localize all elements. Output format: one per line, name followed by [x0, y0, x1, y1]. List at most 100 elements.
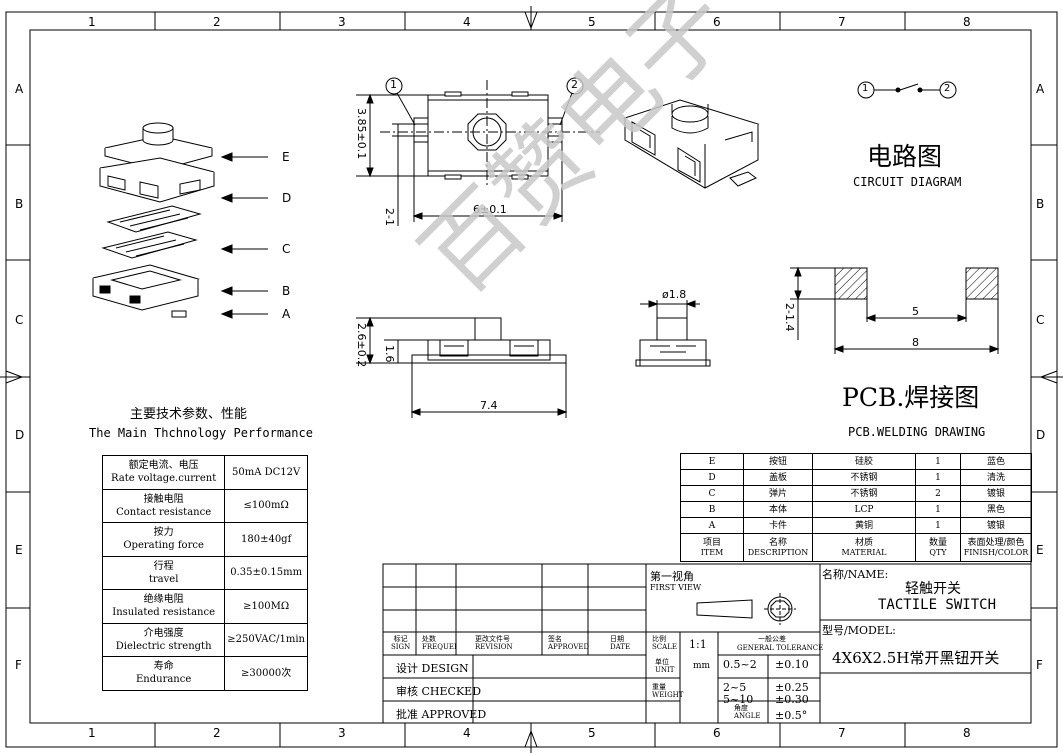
param-en: Insulated resistance [112, 607, 215, 619]
model-label: 型号/MODEL: [822, 624, 896, 637]
bom-material: 不锈钢 [812, 469, 916, 486]
bom-item: A [680, 517, 744, 534]
grid-col-label: 8 [963, 726, 971, 740]
param-value: 180±40gf [224, 522, 308, 557]
rev-approved-cn: 签名 [548, 635, 562, 643]
bom-desc: 本体 [743, 501, 813, 518]
param-en: travel [148, 573, 179, 585]
grid-col-label: 2 [213, 726, 221, 740]
grid-col-label: 7 [838, 726, 846, 740]
param-en: Dielectric strength [115, 640, 212, 652]
grid-col-label: 5 [588, 726, 596, 740]
scale-value: 1:1 [689, 638, 707, 651]
grid-col-label: 4 [463, 726, 471, 740]
side-view-drawing [356, 316, 568, 418]
param-cn: 接触电阻 [143, 493, 184, 505]
bom-header-item-cn: 项目 [702, 537, 721, 548]
performance-title-cn: 主要技术参数、性能 [130, 407, 248, 422]
param-value: ≥250VAC/1min [224, 622, 308, 657]
rev-date-en: DATE [610, 643, 631, 651]
tol-value: ±0.10 [775, 658, 809, 671]
bom-desc: 卡件 [743, 517, 813, 534]
pin1-label: 1 [390, 78, 397, 91]
param-cn: 绝缘电阻 [143, 594, 184, 606]
param-en: Contact resistance [116, 506, 212, 518]
bom-finish: 清洗 [960, 469, 1032, 486]
param-value: 0.35±0.15mm [224, 555, 308, 590]
grid-row-label: F [1036, 658, 1043, 672]
grid-row-label: C [1036, 313, 1045, 327]
bom-desc: 按钮 [743, 453, 813, 470]
exploded-view [92, 122, 215, 318]
product-name-en: TACTILE SWITCH [878, 597, 997, 613]
grid-row-label: E [15, 543, 23, 557]
bom-header-material-cn: 材质 [854, 537, 873, 548]
circuit-pin1: 1 [862, 83, 869, 94]
bom-header-finish-en: FINISH/COLOR [963, 547, 1029, 557]
bom-material: 不锈钢 [812, 485, 916, 502]
rev-revision-cn: 更改文件号 [475, 635, 510, 643]
circuit-pin2: 2 [944, 83, 951, 94]
bom-item: D [680, 469, 744, 486]
grid-col-label: 7 [838, 15, 846, 29]
bom-desc: 弹片 [743, 485, 813, 502]
bom-header-finish-cn: 表面处理/颜色 [967, 537, 1025, 548]
circuit-title-en: CIRCUIT DIAGRAM [853, 175, 962, 189]
rev-approved-en: APPROVED [548, 643, 590, 651]
bom-item: B [680, 501, 744, 518]
design-label: 设计 DESIGN [396, 662, 469, 675]
angle-en: ANGLE [734, 712, 761, 720]
grid-col-label: 1 [88, 15, 96, 29]
part-label-c: C [282, 242, 291, 256]
bom-qty: 1 [915, 453, 961, 470]
top-view-drawing [356, 77, 600, 226]
grid-col-label: 8 [963, 15, 971, 29]
grid-col-label: 6 [713, 726, 721, 740]
grid-row-label: B [1036, 197, 1045, 211]
approved-label: 批准 APPROVED [396, 708, 487, 721]
grid-row-label: A [1036, 82, 1045, 96]
rev-date-cn: 日期 [610, 635, 624, 643]
param-cn: 额定电流、电压 [128, 460, 199, 472]
unit-cn: 单位 [655, 658, 669, 666]
param-en: Operating force [123, 540, 204, 552]
scale-en: SCALE [652, 643, 677, 651]
model-value: 4X6X2.5H常开黑钮开关 [832, 649, 1000, 667]
tol-value: ±0.30 [775, 693, 809, 706]
tolerance-en: GENERAL TOLERANCE [737, 644, 824, 652]
bom-header-desc-en: DESCRIPTION [747, 547, 809, 557]
bom-header-material-en: MATERIAL [841, 547, 887, 557]
pcb-title-cn: PCB.焊接图 [842, 383, 980, 412]
param-cn: 按力 [153, 527, 174, 539]
projection-en: FIRST VIEW [650, 583, 702, 592]
bom-material: LCP [812, 501, 916, 518]
pcb-title-en: PCB.WELDING DRAWING [848, 425, 986, 439]
height-dimension: 3.85±0.1 [355, 108, 368, 160]
grid-col-label: 6 [713, 15, 721, 29]
tol-range: 0.5~2 [723, 658, 757, 671]
grid-row-label: A [15, 82, 24, 96]
param-cn: 介电强度 [143, 627, 184, 639]
rev-sign-cn: 标记 [393, 635, 408, 643]
title-block-frame [382, 563, 1032, 724]
grid-row-label: E [1036, 543, 1044, 557]
part-label-b: B [282, 284, 291, 298]
end-view-drawing [635, 300, 711, 367]
bom-qty: 2 [915, 485, 961, 502]
param-en: Rate voltage.current [111, 473, 217, 485]
weight-en: WEIGHT [652, 691, 684, 699]
param-value: ≥100MΩ [224, 589, 308, 624]
grid-col-label: 4 [463, 15, 471, 29]
bom-material: 硅胶 [812, 453, 916, 470]
unit-en: UNIT [655, 666, 675, 674]
bom-qty: 1 [915, 517, 961, 534]
